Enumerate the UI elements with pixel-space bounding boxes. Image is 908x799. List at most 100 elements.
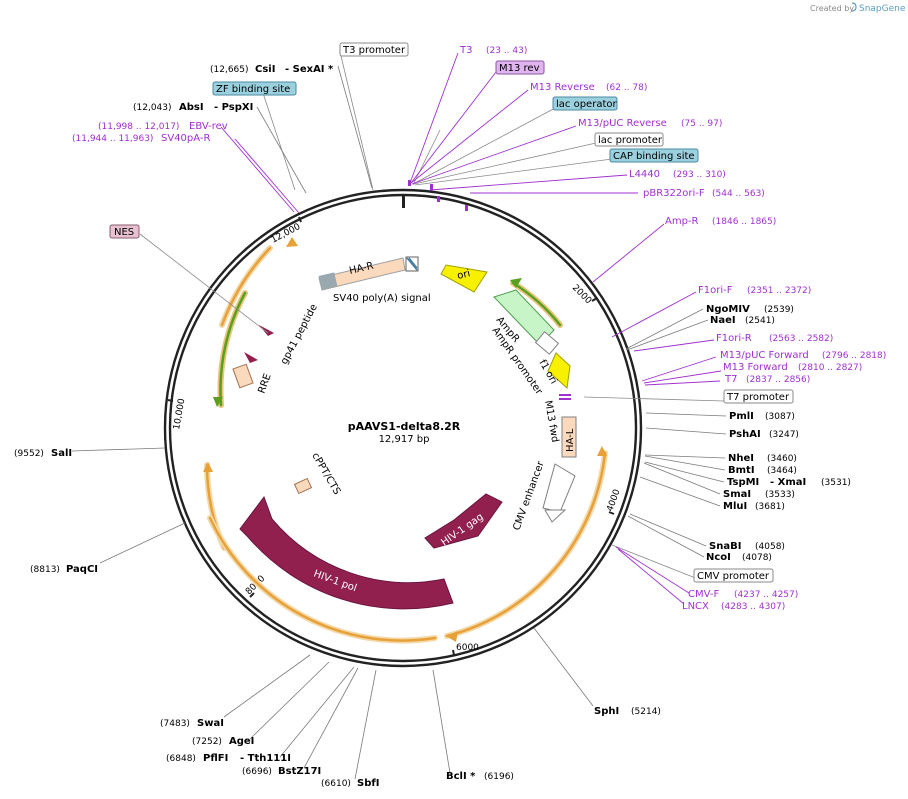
site-pflfi-pos: (6848) [166,754,196,764]
site-absi-pos: (12,043) [133,103,172,113]
site-paqci: PaqCI [66,564,98,575]
tick-2000 [591,297,598,302]
upper-left-arrowhead-icon [286,237,298,247]
orf-arrowheads [203,237,607,642]
ori-feature [440,264,488,293]
credit-brand: SnapGene [859,4,906,14]
rre-label: RRE [256,372,273,395]
right-arrowhead-icon [597,446,607,456]
primer-f1ori-f-pos: (2351 .. 2372) [747,286,811,296]
ampr-promoter-feature [534,331,560,355]
primer-cmv-f-pos: (4237 .. 4257) [734,590,798,600]
primer-t7-pos: (2837 .. 2856) [746,375,810,385]
feature-lac-promoter: lac promoter [594,132,664,147]
primer-amp-r: Amp-R [665,216,699,227]
site-mlui: MluI [723,501,747,512]
site-sbfi-pos: (6610) [321,779,351,789]
primer-m13-forward: M13 Forward [723,362,788,373]
site-bmti: BmtI [728,465,755,476]
primer-f1ori-r: F1ori-R [716,333,752,344]
orf-arcs [204,245,608,644]
site-pflfi: PflFI [203,753,228,764]
svg-text:lac operator: lac operator [556,99,617,110]
site-ngomiv-pos: (2539) [764,305,794,315]
svg-text:CMV promoter: CMV promoter [697,571,770,582]
feature-cap-binding-site: CAP binding site [609,148,699,163]
orf-left-arc [219,291,247,407]
tick-4000 [608,511,615,515]
site-sphi: SphI [594,706,619,717]
primer-pbr322ori-f: pBR322ori-F [643,188,705,199]
primer-f1ori-r-pos: (2563 .. 2582) [769,334,833,344]
site-sphi-pos: (5214) [631,707,661,717]
primer-sv40pa-r: SV40pA-R [161,133,210,144]
site-bcli: BclI * [446,771,476,782]
left-lower-arrowhead-icon [203,462,213,472]
site-bcli-pos: (6196) [484,772,514,782]
snapgene-logo-icon [851,2,857,12]
svg-text:M13 rev: M13 rev [499,63,540,74]
site-pmli: PmlI [729,411,754,422]
gag-feature [424,493,503,549]
sv40-hatch [406,257,418,271]
orf-upper-left-glow [219,245,273,328]
site-agei: AgeI [229,736,254,747]
site-bmti-pos: (3464) [767,466,797,476]
site-snabi-pos: (4058) [755,542,785,552]
primer-leaders [220,52,722,605]
cmv-enhancer-tip [544,509,567,523]
site-smai-pos: (3533) [765,490,795,500]
feature-nes: NES [109,224,140,239]
site-leaders [71,65,727,780]
amp-arrowhead-icon [510,278,522,288]
cmv-enhancer-label: CMV enhancer [511,459,547,532]
primer-pbr322ori-f-pos: (544 .. 563) [712,189,765,199]
primer-ebv-rev: EBV-rev [189,121,228,132]
sv40-label: SV40 poly(A) signal [333,293,431,304]
feature-lac-operator: lac operator [552,96,618,111]
f1ori-feature [547,352,571,390]
site-nhei: NheI [728,453,754,464]
tick-8000 [249,592,255,598]
ampr-feature [493,289,555,346]
svg-text:CAP binding site: CAP binding site [613,151,695,162]
primer-m13-puc-forward: M13/pUC Forward [720,350,809,361]
primer-lncx-pos: (4283 .. 4307) [721,602,785,612]
plasmid-name: pAAVS1-delta8.2R [348,420,461,433]
origin-marker [402,194,405,208]
site-swai-pos: (7483) [160,719,190,729]
orf-bottom-arc [208,516,437,642]
ori-label: ori [456,268,471,282]
credit-prefix: Created by [810,4,854,13]
site-bstz17i-pos: (6696) [242,767,272,777]
orf-right-arc [445,451,607,638]
primer-marks [408,180,571,400]
tick-10000 [167,399,174,402]
site-pspxi: - PspXI [214,102,253,113]
site-smai: SmaI [723,489,751,500]
site-pshai-pos: (3247) [769,430,799,440]
site-tth111i: - Tth111I [240,753,291,764]
site-swai: SwaI [197,718,224,729]
site-sali-pos: (9552) [14,449,44,459]
inner-features [232,256,577,610]
site-nhei-pos: (3460) [767,454,797,464]
nes-feature [259,325,274,336]
site-pshai: PshAI [729,429,761,440]
cmv-enhancer-feature [542,463,576,513]
orf-upper-left-arc [220,246,272,327]
plasmid-length: 12,917 bp [379,434,430,445]
site-sexai: - SexAI * [285,64,334,75]
feature-t7-promoter: T7 promoter [723,389,794,404]
left-arrowhead-icon [213,397,223,407]
primer-m13-puc-forward-pos: (2796 .. 2818) [822,351,886,361]
feature-zf-binding-site: ZF binding site [212,81,297,96]
primer-m13-reverse: M13 Reverse [530,82,595,93]
primer-t3-pos: (23 .. 43) [486,46,527,56]
har-grey-block [318,272,338,290]
site-csii-pos: (12,665) [210,65,249,75]
site-pmli-pos: (3087) [765,412,795,422]
site-ngomiv: NgoMIV [706,304,750,315]
primer-l4440-pos: (293 .. 310) [673,170,726,180]
